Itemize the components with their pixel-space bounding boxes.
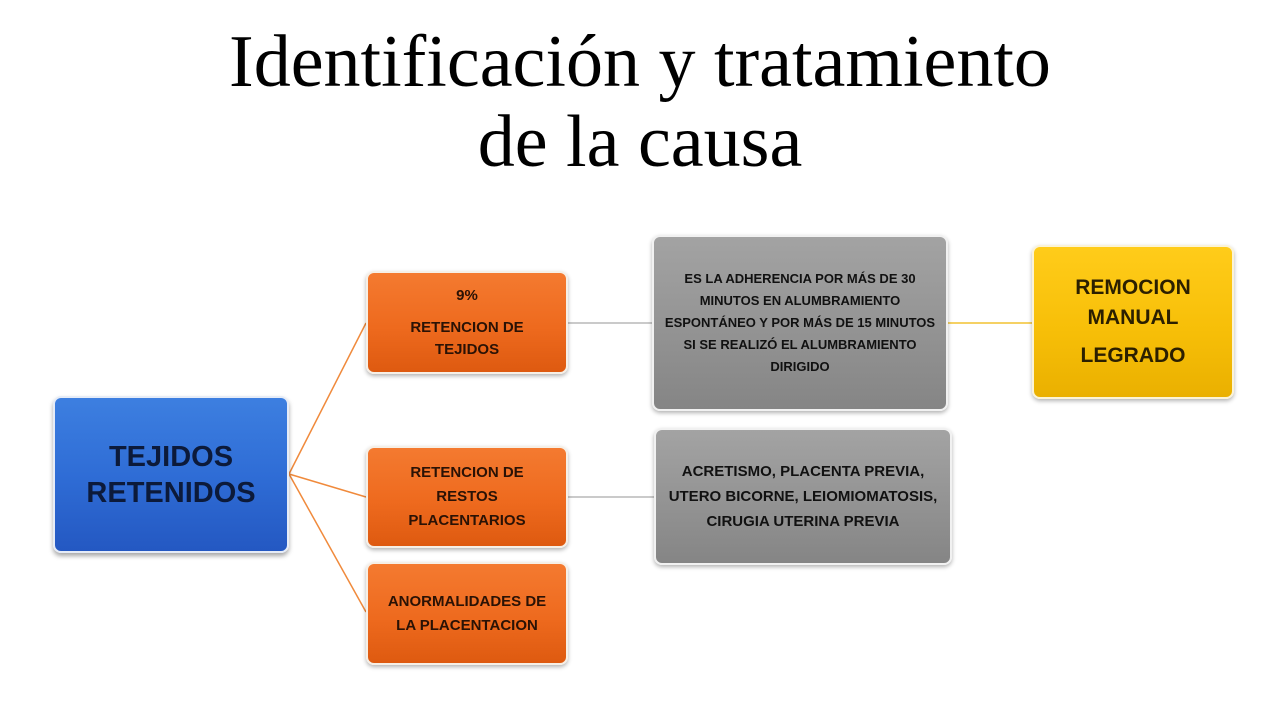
branch-node-retencion-restos: RETENCION DE RESTOS PLACENTARIOS (366, 446, 568, 548)
detail-node-adherencia: ES LA ADHERENCIA POR MÁS DE 30 MINUTOS E… (652, 235, 948, 411)
root-node-tejidos-retenidos: TEJIDOS RETENIDOS (53, 396, 289, 553)
branch-label-anormalidades: ANORMALIDADES DE LA PLACENTACION (387, 592, 547, 634)
treatment-node-remocion-legrado: REMOCION MANUAL LEGRADO (1032, 245, 1234, 399)
branch-node-anormalidades: ANORMALIDADES DE LA PLACENTACION (366, 562, 568, 665)
branch-node-retencion-tejidos: 9% RETENCION DE TEJIDOS (366, 271, 568, 374)
treatment-label-legrado: LEGRADO (1080, 344, 1186, 367)
slide-title-line-1: Identificación y tratamiento (229, 21, 1051, 103)
detail-node-causas-restos: ACRETISMO, PLACENTA PREVIA, UTERO BICORN… (654, 428, 952, 565)
connector-root-to-anormalidades (288, 473, 367, 613)
root-node-line-1: TEJIDOS (108, 440, 234, 473)
slide-title: Identificación y tratamiento de la causa (0, 22, 1280, 182)
root-node-line-2: RETENIDOS (86, 476, 256, 509)
connector-root-to-restos (288, 473, 367, 498)
branch-percent-label: 9% (456, 286, 478, 304)
detail-text-adherencia: ES LA ADHERENCIA POR MÁS DE 30 MINUTOS E… (664, 271, 936, 374)
branch-label-retencion-restos: RETENCION DE RESTOS PLACENTARIOS (408, 464, 526, 529)
detail-text-causas-restos: ACRETISMO, PLACENTA PREVIA, UTERO BICORN… (668, 463, 938, 530)
branch-label-retencion-tejidos: RETENCION DE TEJIDOS (410, 318, 524, 358)
slide-title-line-2: de la causa (477, 101, 803, 183)
treatment-label-remocion-manual: REMOCION MANUAL (1075, 276, 1191, 329)
connector-root-to-tejidos (288, 322, 367, 475)
